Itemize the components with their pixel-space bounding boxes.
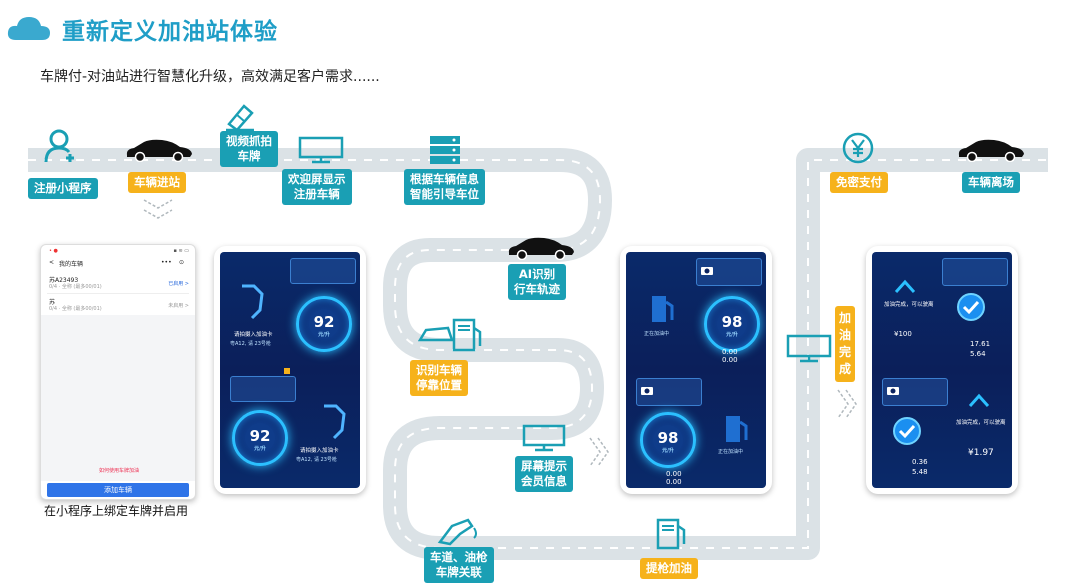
chevrons-right-icon [589, 437, 609, 467]
screen-complete: 加油完成，可以驶离 ¥100 17.61 5.64 加油完成，可以驶离 ¥1.9… [866, 246, 1018, 494]
fuel-pump-icon [656, 518, 686, 550]
nozzle-icon [437, 518, 477, 546]
camera-icon [641, 387, 653, 395]
screen3-top-msg: 加油完成，可以驶离 [884, 302, 934, 308]
car-icon [508, 237, 574, 260]
orange-marker [284, 368, 290, 374]
info-panel [882, 378, 948, 406]
nozzle-icon [324, 404, 346, 440]
plate-1-status[interactable]: 已启用 > [168, 281, 189, 287]
plate-1-sub: 0/4 · 全称 (最多00/01) [49, 284, 102, 290]
step-video-capture: 视频抓拍 车牌 [220, 131, 278, 167]
monitor-icon [786, 334, 832, 363]
gauge-bottom: 92 元/升 [232, 410, 288, 466]
yen-icon [842, 132, 874, 164]
plate-2-status[interactable]: 未启用 > [168, 303, 189, 309]
screen-refueling-inner: 98 元/升 正在加油中 0.00 0.00 98 元/升 正在加油中 0.00… [626, 252, 766, 488]
step-password-free-pay: 免密支付 [830, 172, 888, 193]
screen2-top-status: 正在加油中 [644, 331, 670, 337]
check-circle-icon [893, 417, 921, 445]
chevrons-down-icon [143, 199, 173, 219]
screen2-top-v1: 0.00 [722, 348, 738, 356]
step-guide-parking: 根据车辆信息 智能引导车位 [404, 169, 485, 205]
how-to-use-link[interactable]: 如何使用车牌加油 [98, 468, 139, 474]
screen1-top-welcome: 请拍摄入加油卡 [234, 332, 273, 338]
screen3-bottom-v1: 0.36 [912, 458, 928, 466]
gauge-top: 92 元/升 [296, 296, 352, 352]
user-add-icon [44, 129, 74, 163]
screen3-bottom-msg: 加油完成，可以驶离 [956, 420, 1006, 426]
step-vehicle-leave: 车辆离场 [962, 172, 1020, 193]
screen3-top-points: ¥100 [894, 330, 912, 338]
step-vehicle-enter: 车辆进站 [128, 172, 186, 193]
monitor-icon [298, 136, 344, 164]
fuel-pump-icon [726, 416, 748, 442]
screen3-top-v1: 17.61 [970, 340, 991, 348]
screen-welcome-inner: 92 元/升 请拍摄入加油卡 粤A12, 请 23号枪 92 元/升 请拍摄入加… [220, 252, 360, 488]
step-register-miniprogram: 注册小程序 [28, 178, 98, 199]
car-icon [126, 139, 192, 162]
arrow-up-icon [894, 279, 916, 294]
check-circle-icon [957, 293, 985, 321]
page-subtitle: 车牌付-对油站进行智慧化升级，高效满足客户需求...... [40, 69, 380, 85]
plate-2: 苏 [49, 299, 56, 306]
screen2-bottom-v2: 0.00 [666, 478, 682, 486]
target-button[interactable]: ⊙ [179, 259, 185, 266]
screen3-bottom-amount: ¥1.97 [968, 448, 994, 458]
screen-refueling: 98 元/升 正在加油中 0.00 0.00 98 元/升 正在加油中 0.00… [620, 246, 772, 494]
step-lane-nozzle: 车道、油枪 车牌关联 [424, 547, 494, 583]
chevrons-right-icon [837, 389, 857, 419]
screen2-top-v2: 0.00 [722, 356, 738, 364]
phone-nav-title: 我的车辆 [59, 261, 84, 268]
screen2-bottom-status: 正在加油中 [718, 449, 744, 455]
car-icon [958, 139, 1024, 162]
more-button[interactable]: ••• [161, 259, 172, 266]
screen1-top-info: 粤A12, 请 23号枪 [230, 341, 271, 347]
phone-status-left: • ● [49, 248, 58, 254]
arrow-up-icon [968, 393, 990, 408]
camera-icon [701, 267, 713, 275]
miniprogram-phone: • ● ▪ ≋ ▭ < 我的车辆 ••• ⊙ 苏A23493 0/4 · 全称 … [40, 244, 196, 500]
phone-caption: 在小程序上绑定车牌并启用 [44, 504, 189, 518]
step-screen-prompt: 屏幕提示 会员信息 [515, 456, 573, 492]
step-refuel-done: 加 油 完 成 [835, 306, 856, 382]
add-vehicle-button[interactable]: 添加车辆 [47, 483, 189, 497]
phone-list-bg [41, 315, 195, 481]
nozzle-icon [242, 284, 264, 320]
camera-icon [887, 387, 899, 395]
info-panel [230, 376, 296, 402]
screen1-bottom-welcome: 请拍摄入加油卡 [300, 448, 339, 454]
plate-2-sub: 0/4 · 全称 (最多00/01) [49, 306, 102, 312]
divider [47, 293, 189, 294]
page-title: 重新定义加油站体验 [62, 19, 278, 45]
fuel-pump-icon [652, 296, 674, 322]
gauge-bottom: 98 元/升 [640, 412, 696, 468]
screen2-bottom-v1: 0.00 [666, 470, 682, 478]
plate-1: 苏A23493 [49, 277, 79, 284]
screen1-bottom-info: 粤A12, 请 23号枪 [296, 457, 337, 463]
camera-pen-icon [226, 104, 254, 132]
screen-complete-inner: 加油完成，可以驶离 ¥100 17.61 5.64 加油完成，可以驶离 ¥1.9… [872, 252, 1012, 488]
step-recognize-parking: 识别车辆 停靠位置 [410, 360, 468, 396]
server-icon [430, 136, 460, 164]
cloud-icon [7, 17, 50, 40]
car-photo-panel [942, 258, 1008, 286]
fuel-pump-icon [418, 318, 482, 352]
screen-welcome: 92 元/升 请拍摄入加油卡 粤A12, 请 23号枪 92 元/升 请拍摄入加… [214, 246, 366, 494]
screen3-bottom-v2: 5.48 [912, 468, 928, 476]
monitor-icon [522, 424, 566, 452]
gauge-top: 98 元/升 [704, 296, 760, 352]
step-lift-nozzle: 提枪加油 [640, 558, 698, 579]
step-welcome-screen: 欢迎屏显示 注册车辆 [282, 169, 352, 205]
phone-status-right: ▪ ≋ ▭ [173, 248, 189, 254]
info-panel [290, 258, 356, 284]
back-button[interactable]: < [49, 259, 55, 266]
screen3-top-v2: 5.64 [970, 350, 986, 358]
step-ai-track: AI识别 行车轨迹 [508, 264, 566, 300]
